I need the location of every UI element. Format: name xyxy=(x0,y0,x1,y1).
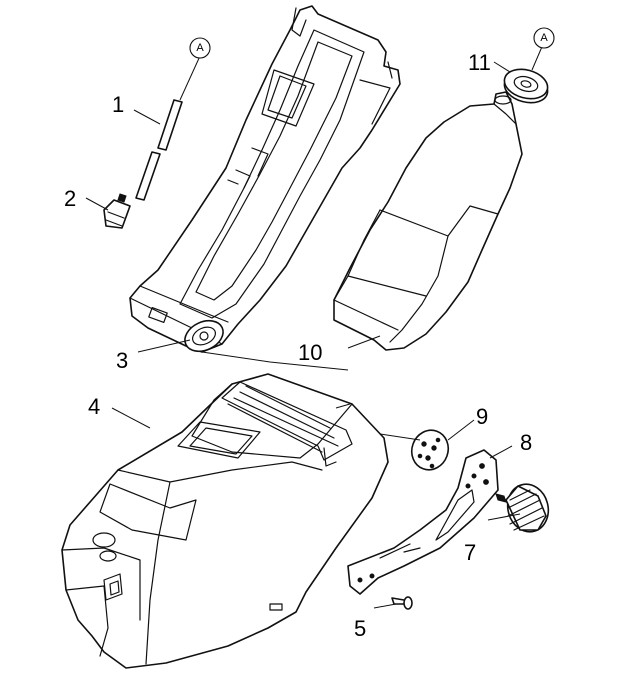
callout-7: 7 xyxy=(464,540,476,565)
part-10-tank xyxy=(333,91,523,351)
callout-4: 4 xyxy=(88,394,100,419)
part-5-screw xyxy=(391,596,413,610)
reference-marker-a-right: A xyxy=(533,27,555,49)
callout-2: 2 xyxy=(64,186,76,211)
reference-letter: A xyxy=(196,42,204,54)
part-9-disc xyxy=(410,429,450,471)
reference-marker-a-left: A xyxy=(189,37,211,59)
part-3-handle-frame xyxy=(129,5,401,353)
part-2-coupling xyxy=(103,193,131,229)
callout-1: 1 xyxy=(112,92,124,117)
part-11-cap xyxy=(503,68,549,104)
callout-8: 8 xyxy=(520,430,532,455)
callout-5: 5 xyxy=(354,616,366,641)
part-4-housing xyxy=(61,373,389,669)
callout-10: 10 xyxy=(298,340,322,365)
callout-9: 9 xyxy=(476,404,488,429)
part-8-bracket xyxy=(347,449,499,595)
part-1-rod xyxy=(135,99,183,201)
callout-11: 11 xyxy=(468,50,491,75)
leader-lines xyxy=(85,41,545,609)
part-7-knob xyxy=(495,483,550,533)
reference-letter: A xyxy=(540,32,548,44)
callout-3: 3 xyxy=(116,348,128,373)
